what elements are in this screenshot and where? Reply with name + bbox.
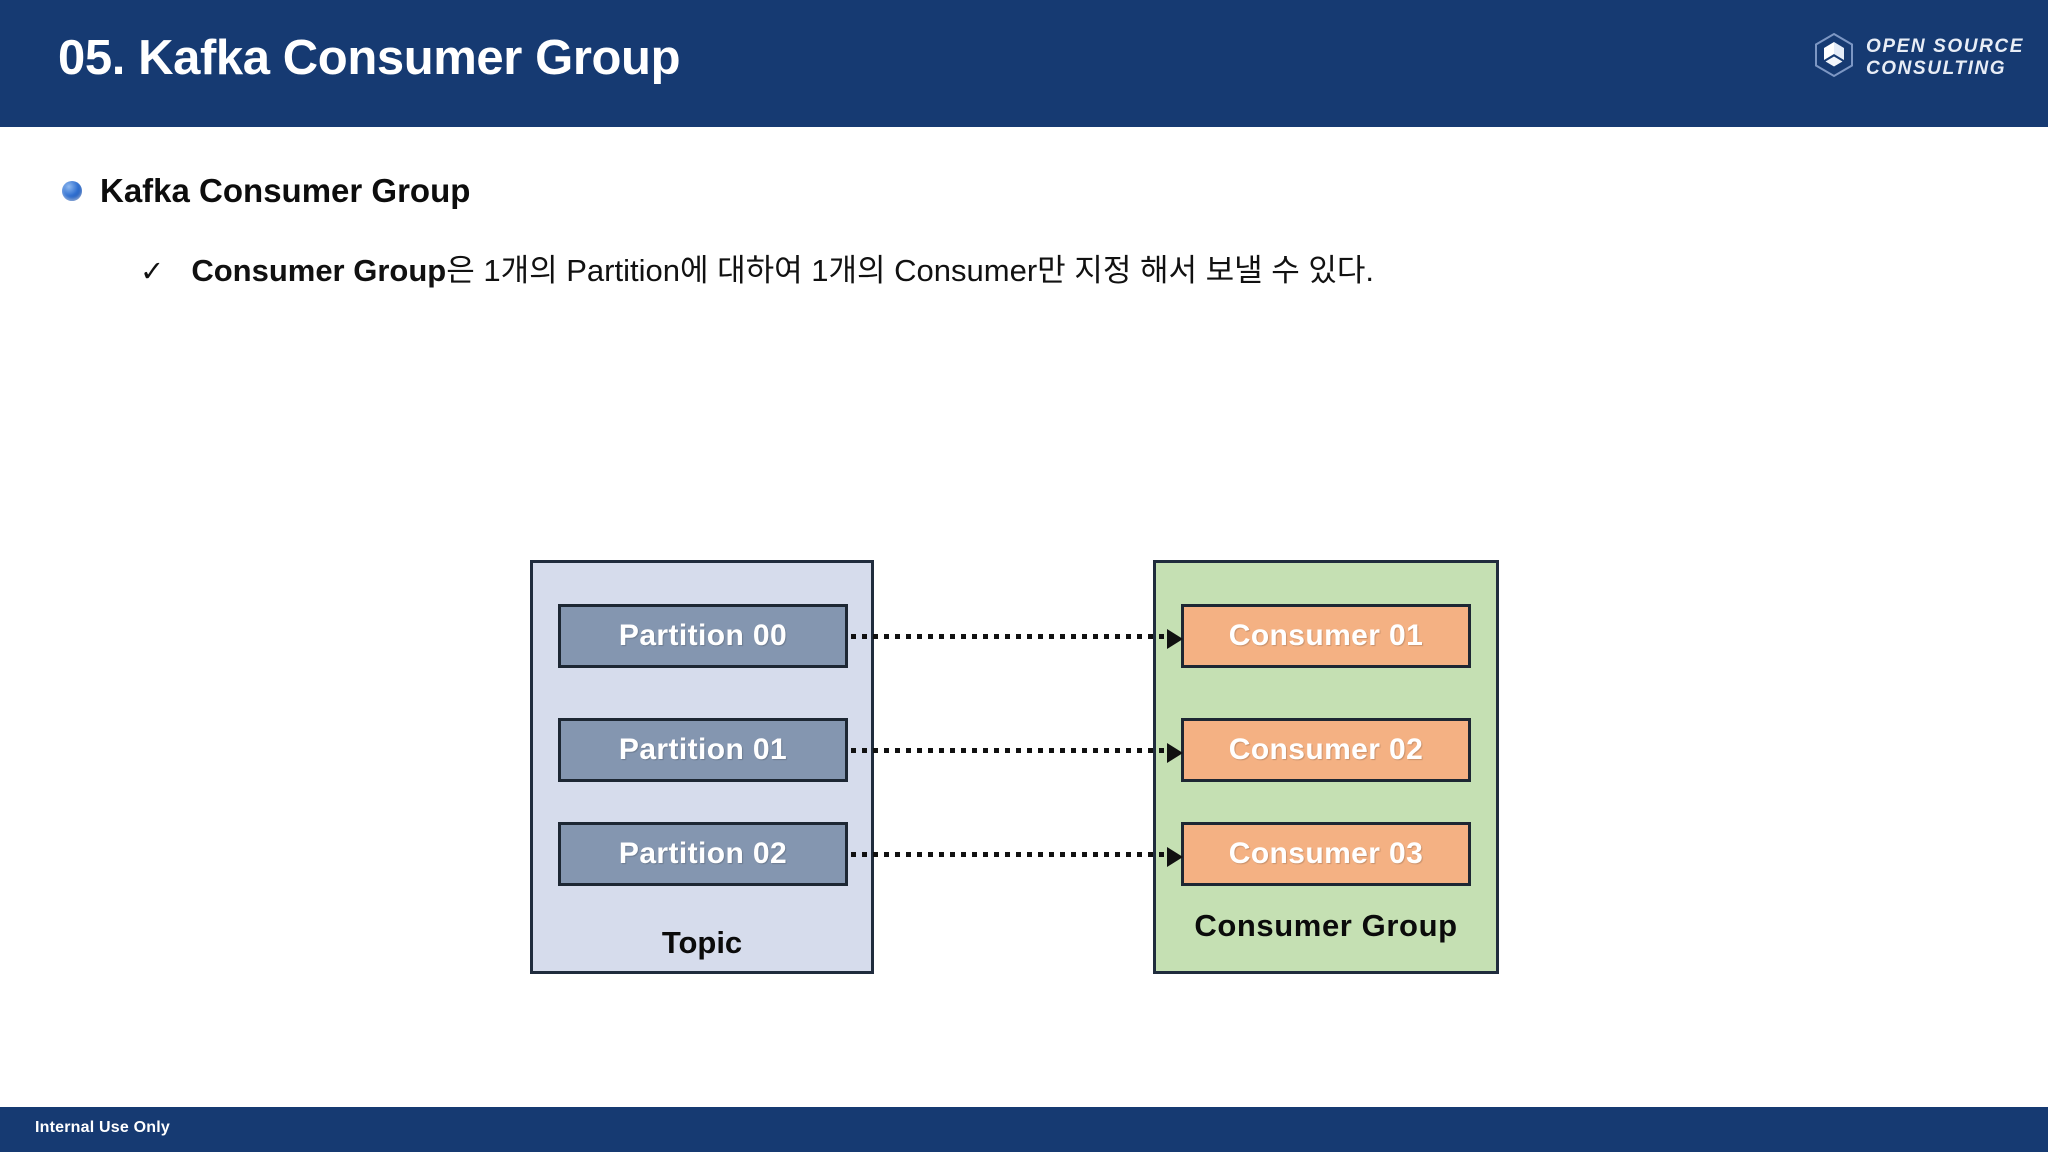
blue-sphere-bullet-icon bbox=[62, 181, 82, 201]
partition-box-01[interactable]: Partition 01 bbox=[558, 718, 848, 782]
topic-caption: Topic bbox=[661, 925, 743, 960]
connector-partition00-consumer01 bbox=[851, 634, 1174, 639]
footer-label: Internal Use Only bbox=[35, 1119, 170, 1136]
arrow-head-icon-0 bbox=[1167, 629, 1183, 649]
bullet-level-1-label: Kafka Consumer Group bbox=[100, 172, 471, 209]
slide-footer-band: Internal Use Only bbox=[0, 1107, 2048, 1152]
brand-logo-text: OPEN SOURCE CONSULTING bbox=[1866, 37, 2024, 78]
bullet-level-2: ✓ Consumer Group은 1개의 Partition에 대하여 1개의… bbox=[140, 245, 1374, 290]
connector-partition02-consumer03 bbox=[851, 852, 1174, 857]
consumer-group-caption: Consumer Group bbox=[1194, 908, 1458, 943]
partition-box-02[interactable]: Partition 02 bbox=[558, 822, 848, 886]
bullet-level-2-strong: Consumer Group bbox=[191, 253, 447, 288]
checkmark-icon: ✓ bbox=[140, 256, 165, 288]
consumer-box-02[interactable]: Consumer 02 bbox=[1181, 718, 1471, 782]
hexagon-cube-icon bbox=[1813, 32, 1855, 83]
consumer-box-03[interactable]: Consumer 03 bbox=[1181, 822, 1471, 886]
arrow-head-icon-2 bbox=[1167, 847, 1183, 867]
page-title: 05. Kafka Consumer Group bbox=[58, 31, 681, 85]
consumer-box-01[interactable]: Consumer 01 bbox=[1181, 604, 1471, 668]
connector-partition01-consumer02 bbox=[851, 748, 1174, 753]
bullet-level-1: Kafka Consumer Group bbox=[62, 172, 470, 210]
arrow-head-icon-1 bbox=[1167, 743, 1183, 763]
brand-logo-line1: OPEN SOURCE bbox=[1865, 36, 2024, 57]
bullet-level-2-label: Consumer Group은 1개의 Partition에 대하여 1개의 C… bbox=[191, 245, 1374, 290]
brand-logo-line2: CONSULTING bbox=[1865, 58, 2007, 79]
brand-logo: OPEN SOURCE CONSULTING bbox=[1813, 32, 2024, 83]
bullet-level-2-rest: 은 1개의 Partition에 대하여 1개의 Consumer만 지정 해서… bbox=[446, 253, 1375, 288]
partition-box-00[interactable]: Partition 00 bbox=[558, 604, 848, 668]
slide-header-band: 05. Kafka Consumer Group OPEN SOURCE CON… bbox=[0, 0, 2048, 127]
